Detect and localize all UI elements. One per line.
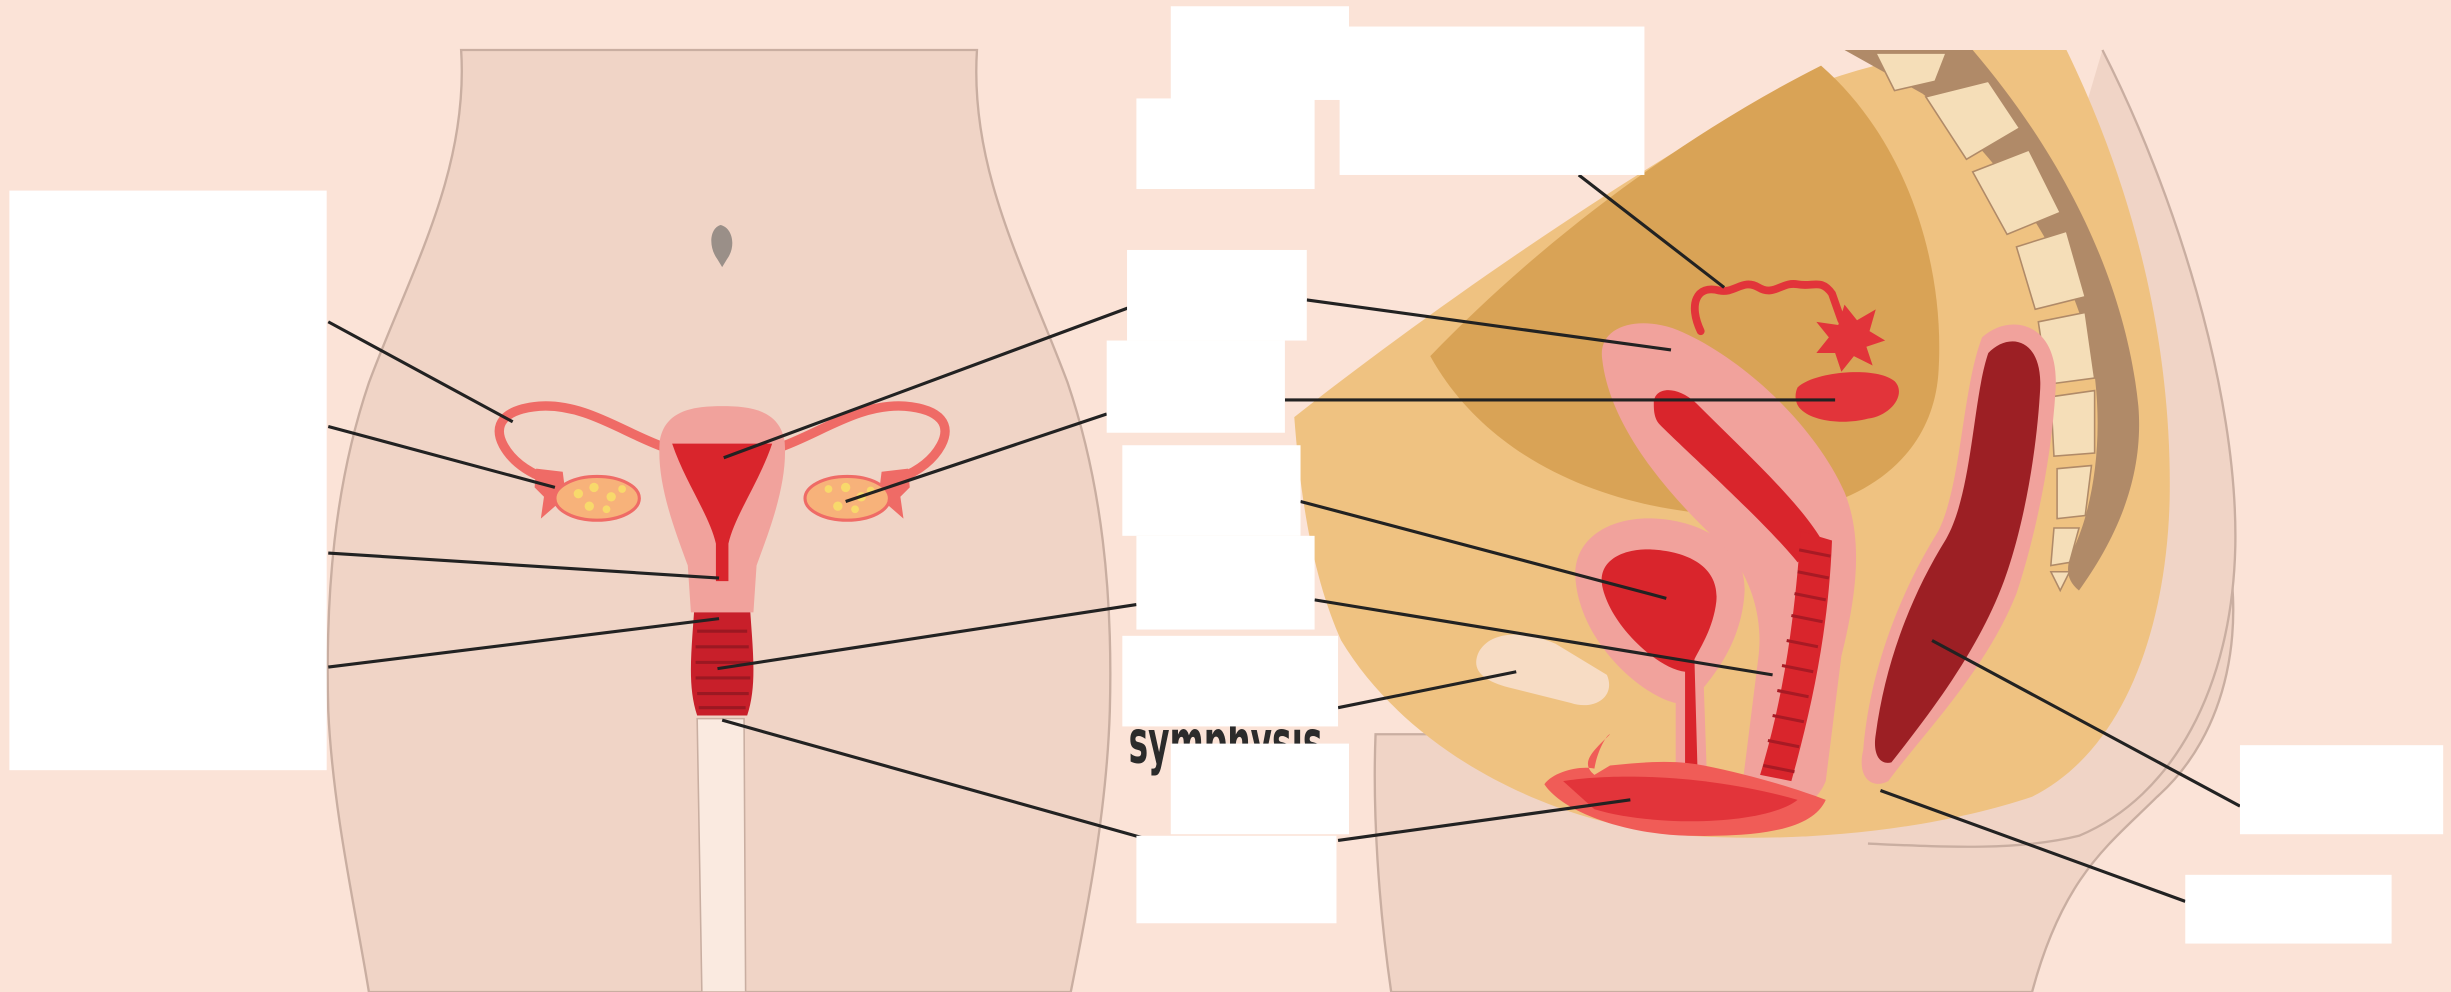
label-box-top-3[interactable] [1136, 98, 1314, 189]
label-box-mid-2[interactable] [1107, 341, 1285, 433]
thigh-gap [697, 719, 745, 992]
label-box-mid-3[interactable] [1122, 445, 1300, 536]
ovary-right [805, 476, 889, 520]
label-box-mid-7[interactable] [1136, 836, 1336, 923]
ovary-left [555, 476, 639, 520]
front-view [328, 50, 1111, 992]
label-box-mid-6[interactable] [1171, 744, 1349, 835]
label-box-mid-5[interactable] [1122, 636, 1338, 727]
label-box-left-panel[interactable] [9, 191, 326, 771]
label-box-top-2[interactable] [1340, 27, 1645, 175]
label-box-mid-1[interactable] [1127, 250, 1307, 341]
label-box-right-2[interactable] [2185, 875, 2391, 944]
label-box-right-1[interactable] [2240, 745, 2443, 834]
label-box-top-1[interactable] [1171, 6, 1349, 100]
label-box-mid-4[interactable] [1136, 536, 1314, 630]
